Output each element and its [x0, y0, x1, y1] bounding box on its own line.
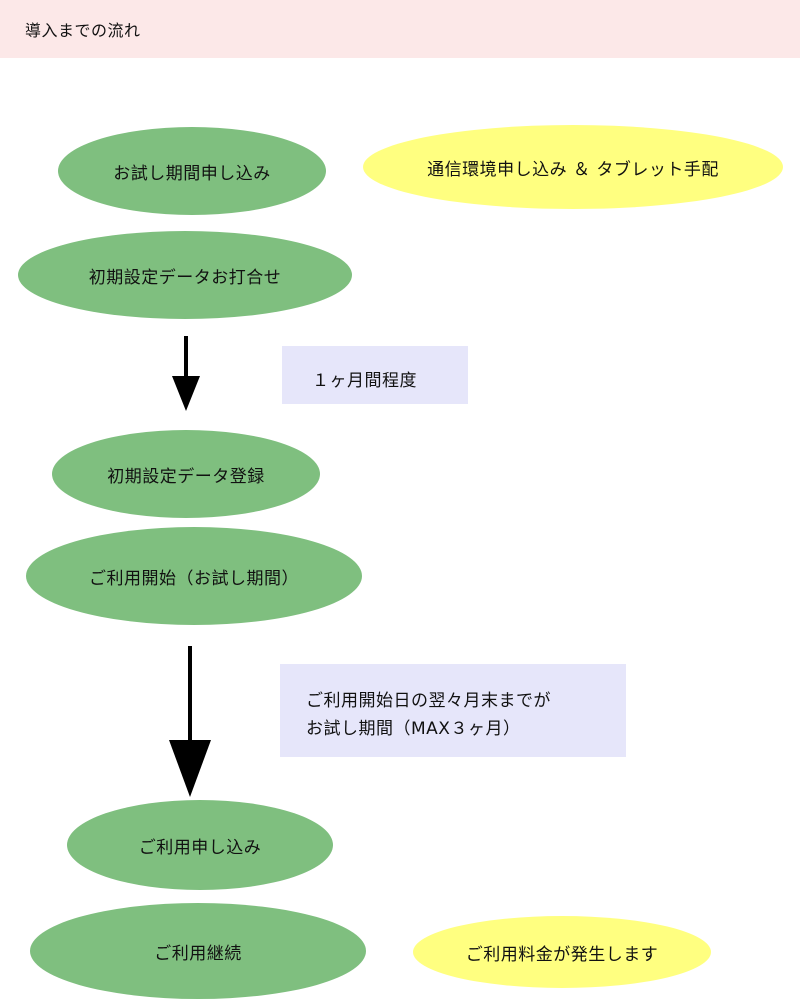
step-trial-application: お試し期間申し込み — [58, 127, 326, 215]
step-label: 初期設定データ登録 — [107, 466, 265, 487]
duration-note-one-month: １ヶ月間程度 — [282, 346, 468, 404]
step-label: 初期設定データお打合せ — [88, 267, 282, 288]
step-label: ご利用継続 — [154, 943, 242, 964]
page-title: 導入までの流れ — [25, 21, 141, 40]
side-note-label: 通信環境申し込み ＆ タブレット手配 — [427, 159, 719, 180]
duration-label: １ヶ月間程度 — [312, 371, 417, 391]
duration-label: ご利用開始日の翌々月末までが — [306, 691, 551, 711]
down-arrow-icon — [169, 646, 211, 797]
step-continued-usage: ご利用継続 — [30, 903, 366, 999]
step-initial-data-meeting: 初期設定データお打合せ — [18, 231, 352, 319]
step-start-trial: ご利用開始（お試し期間） — [26, 527, 362, 625]
duration-note-trial-period: ご利用開始日の翌々月末までが お試し期間（MAX３ヶ月） — [280, 664, 626, 757]
duration-label: お試し期間（MAX３ヶ月） — [306, 719, 521, 739]
side-note-fees: ご利用料金が発生します — [413, 916, 711, 988]
step-label: ご利用申し込み — [138, 837, 262, 858]
page-header: 導入までの流れ — [0, 0, 800, 58]
step-initial-data-registration: 初期設定データ登録 — [52, 430, 320, 518]
step-label: ご利用開始（お試し期間） — [89, 568, 299, 589]
down-arrow-icon — [172, 336, 200, 411]
step-usage-application: ご利用申し込み — [67, 800, 333, 890]
side-note-network-tablet: 通信環境申し込み ＆ タブレット手配 — [363, 125, 783, 209]
side-note-label: ご利用料金が発生します — [465, 944, 659, 965]
step-label: お試し期間申し込み — [113, 163, 271, 184]
